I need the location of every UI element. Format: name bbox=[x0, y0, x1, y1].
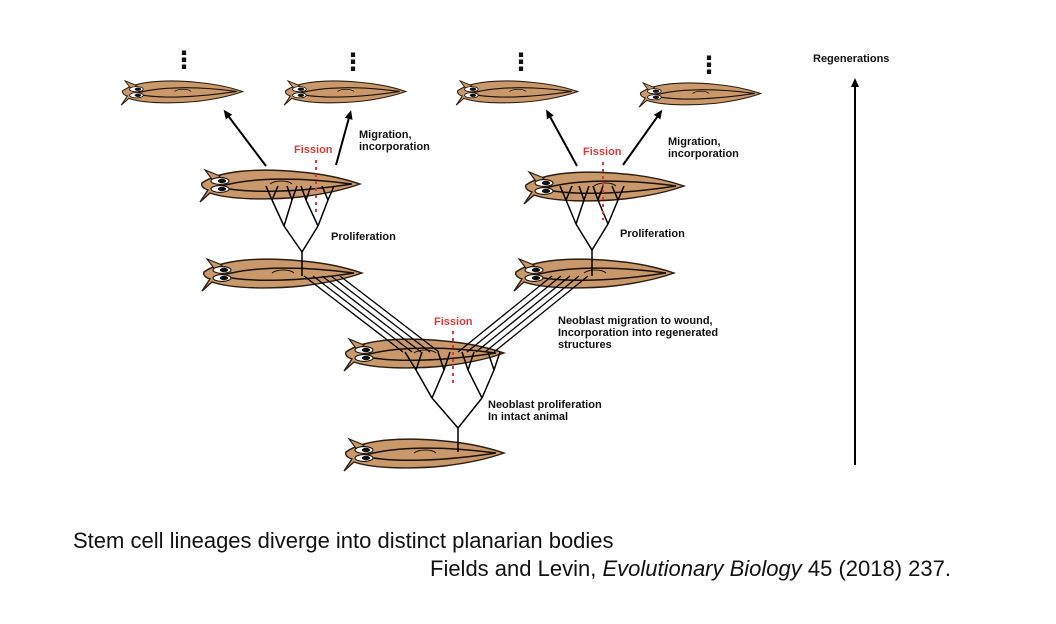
citation-authors: Fields and Levin, bbox=[430, 556, 603, 581]
caption-citation: Fields and Levin, Evolutionary Biology 4… bbox=[430, 556, 951, 582]
migration-left-label-1: Migration, bbox=[359, 129, 412, 141]
ellipsis-4: ⋮ bbox=[697, 52, 721, 79]
worm-top-1 bbox=[120, 80, 244, 106]
fission-label-right: Fission bbox=[583, 146, 622, 158]
citation-reference: 45 (2018) 237. bbox=[801, 556, 952, 581]
fission-label-left: Fission bbox=[294, 144, 333, 156]
lineage-tree-right bbox=[559, 185, 625, 276]
lineage-bundle-left bbox=[303, 275, 440, 353]
lineage-tree-left bbox=[265, 185, 335, 276]
lineage-tree-bottom bbox=[404, 351, 501, 452]
worm-top-3 bbox=[455, 80, 579, 106]
ellipsis-3: ⋮ bbox=[509, 49, 533, 76]
neoblast-proliferation-label-1: Neoblast proliferation bbox=[488, 399, 602, 411]
worm-top-2 bbox=[283, 80, 407, 106]
neoblast-migration-label-1: Neoblast migration to wound, bbox=[558, 315, 713, 327]
arrow-right-inner bbox=[546, 109, 578, 167]
neoblast-migration-label-2: Incorporation into regenerated bbox=[558, 327, 718, 339]
fission-label-center: Fission bbox=[434, 316, 473, 328]
arrow-left-inner bbox=[335, 110, 353, 166]
worm-top-4 bbox=[638, 82, 762, 108]
migration-right-label-2: incorporation bbox=[668, 148, 739, 160]
proliferation-left-label: Proliferation bbox=[331, 231, 396, 243]
migration-right-label-1: Migration, bbox=[668, 136, 721, 148]
worm-right-regen bbox=[513, 258, 675, 292]
arrow-left-outer bbox=[223, 109, 267, 167]
worm-mid bbox=[343, 338, 505, 372]
caption-title: Stem cell lineages diverge into distinct… bbox=[73, 528, 614, 553]
neoblast-proliferation-label-2: In intact animal bbox=[488, 411, 568, 423]
migration-left-label-2: incorporation bbox=[359, 141, 430, 153]
arrow-right-outer bbox=[622, 109, 663, 166]
worm-left-regen bbox=[201, 258, 363, 292]
lineage-bundle-right bbox=[457, 275, 589, 353]
proliferation-right-label: Proliferation bbox=[620, 228, 685, 240]
regenerations-label: Regenerations bbox=[813, 53, 889, 65]
worm-intact bbox=[343, 438, 505, 472]
citation-journal: Evolutionary Biology bbox=[602, 556, 802, 581]
neoblast-migration-label-3: structures bbox=[558, 339, 612, 351]
ellipsis-2: ⋮ bbox=[341, 49, 365, 76]
worm-left-upper bbox=[199, 169, 361, 203]
ellipsis-1: ⋮ bbox=[172, 47, 196, 74]
